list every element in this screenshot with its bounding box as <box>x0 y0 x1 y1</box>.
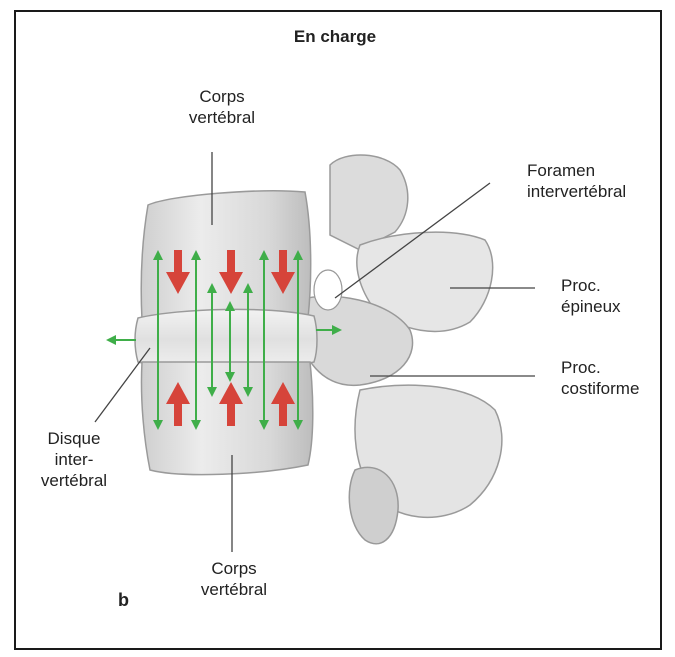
label-line: inter- <box>24 449 124 470</box>
label-line: Proc. <box>561 357 671 378</box>
label-line: vertébral <box>24 470 124 491</box>
label-line: vertébral <box>172 107 272 128</box>
intervertebral-disc <box>135 309 317 369</box>
label-proc-epineux: Proc. épineux <box>561 275 661 317</box>
label-line: intervertébral <box>527 181 667 202</box>
label-line: Foramen <box>527 160 667 181</box>
intervertebral-foramen <box>314 270 342 310</box>
label-foramen: Foramen intervertébral <box>527 160 667 202</box>
label-proc-costiforme: Proc. costiforme <box>561 357 671 399</box>
label-disque-intervertebral: Disque inter- vertébral <box>24 428 124 491</box>
label-line: Disque <box>24 428 124 449</box>
label-line: épineux <box>561 296 661 317</box>
posterior-processes <box>300 155 502 544</box>
diagram-title: En charge <box>270 26 400 47</box>
label-line: Corps <box>172 86 272 107</box>
label-corps-vertebral-top: Corps vertébral <box>172 86 272 128</box>
label-line: Proc. <box>561 275 661 296</box>
label-corps-vertebral-bottom: Corps vertébral <box>184 558 284 600</box>
label-line: vertébral <box>184 579 284 600</box>
label-line: costiforme <box>561 378 671 399</box>
label-line: Corps <box>184 558 284 579</box>
panel-letter: b <box>118 590 129 611</box>
